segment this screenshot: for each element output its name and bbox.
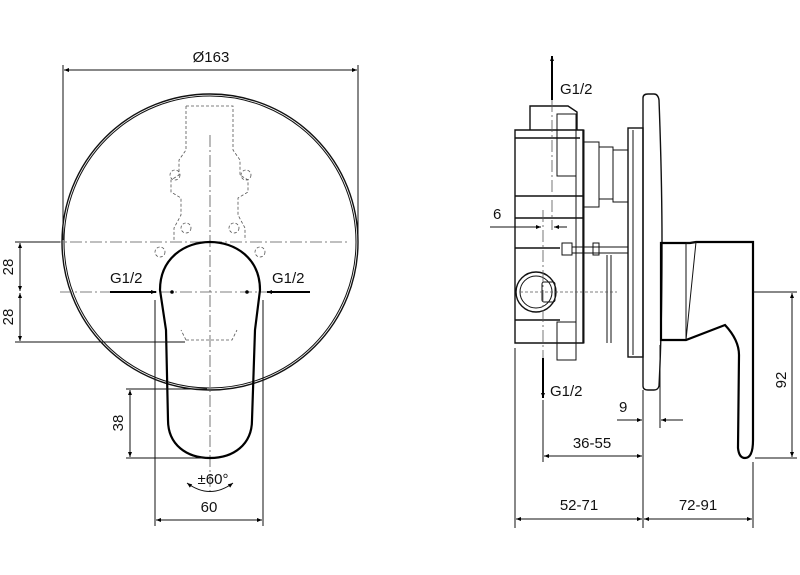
dim-52-71-label: 52-71 <box>560 497 598 514</box>
upper-28-label: 28 <box>0 259 17 276</box>
lever-outline <box>158 240 262 460</box>
screw-head <box>561 242 573 256</box>
body-port <box>556 113 577 177</box>
lower-28-label: 28 <box>0 309 17 326</box>
cover-plate-inner-edge <box>63 95 357 389</box>
outlet-bottom-label: G1/2 <box>550 383 583 400</box>
dim-9-label: 9 <box>619 399 627 416</box>
hidden-body-outline <box>170 105 249 341</box>
mount-hole <box>180 222 192 234</box>
cartridge-nut <box>583 141 600 208</box>
diameter-label: Ø163 <box>193 49 230 66</box>
cartridge-stem <box>612 149 629 203</box>
front-view: Ø163 28 28 G1/2 G1/2 38 ±60° 60 <box>0 49 359 526</box>
outlet-port-key <box>541 281 556 303</box>
inlet-point <box>170 290 174 294</box>
cartridge-thread <box>598 146 614 200</box>
cover-plate-side <box>642 93 663 391</box>
outlet-top-label: G1/2 <box>560 81 593 98</box>
screw-nut <box>592 242 600 256</box>
inlet-right-label: G1/2 <box>272 270 305 287</box>
body-port <box>556 321 577 361</box>
rotation-arc-arrow <box>186 482 234 492</box>
dim-36-55-label: 36-55 <box>573 435 611 452</box>
dim-72-91-label: 72-91 <box>679 497 717 514</box>
mount-hole <box>228 222 240 234</box>
lever-length-label: 38 <box>110 415 127 432</box>
dim-92-label: 92 <box>773 372 790 389</box>
inlet-point <box>245 290 249 294</box>
side-view: G1/2 G1/2 6 9 36-55 52-71 72-91 92 <box>490 56 797 528</box>
body-flange <box>575 129 585 344</box>
lever-width-label: 60 <box>201 499 218 516</box>
mount-hole <box>240 169 252 181</box>
inlet-left-label: G1/2 <box>110 270 143 287</box>
lever-side-outline <box>659 240 755 460</box>
lever-side-facet <box>685 241 697 341</box>
rotation-label: ±60° <box>198 471 229 488</box>
dim-6-label: 6 <box>493 206 501 223</box>
mount-hole <box>169 169 181 181</box>
mount-hole <box>254 246 266 258</box>
gasket <box>627 127 644 358</box>
mount-hole <box>154 246 166 258</box>
